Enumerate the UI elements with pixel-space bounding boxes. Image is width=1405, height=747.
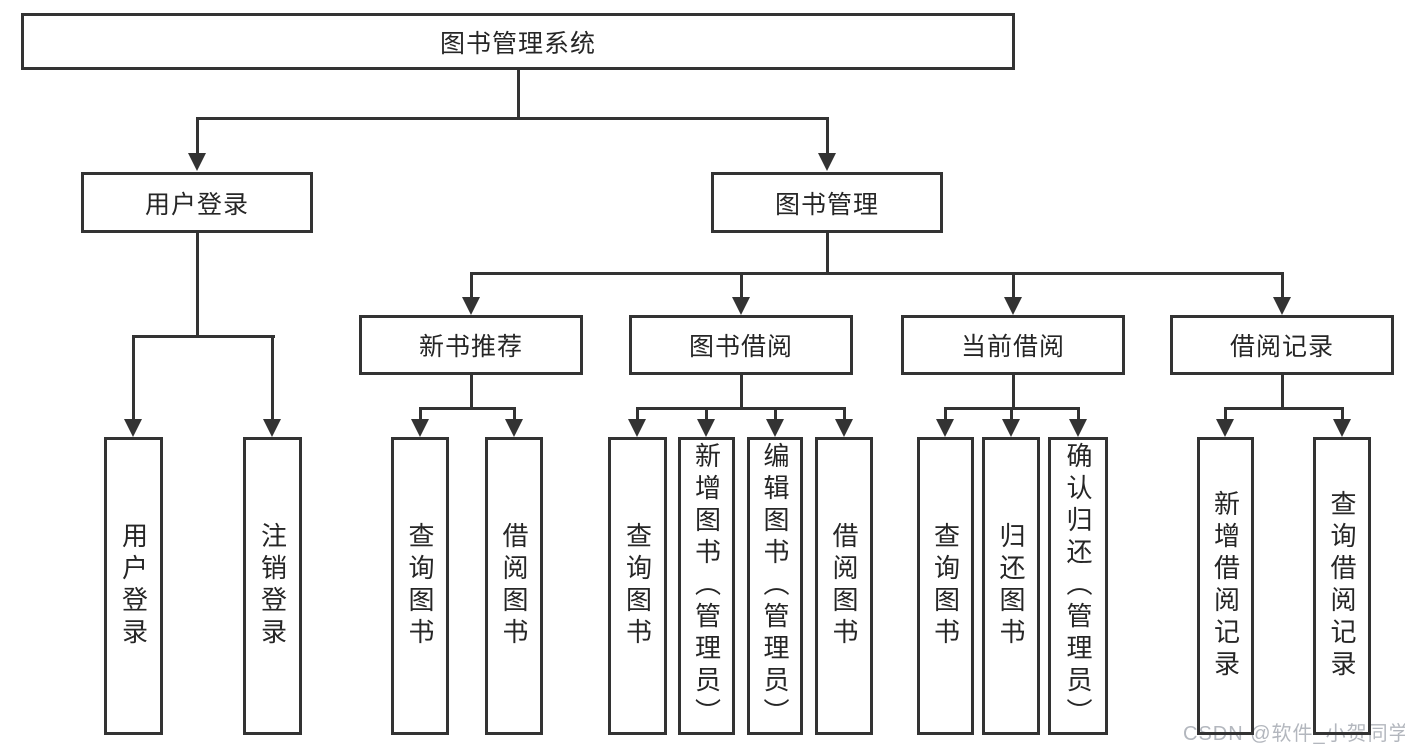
node-user-login: 用户登录 (81, 172, 313, 233)
node-current-borrow: 当前借阅 (901, 315, 1125, 375)
connector-drop-user-login (196, 117, 199, 153)
connector-drop-section (470, 272, 473, 299)
node-label: 新书推荐 (418, 333, 523, 361)
connector-root-stem (517, 70, 520, 118)
connector-level2-bus (470, 272, 1283, 275)
node-library-system: 图书管理系统 (21, 13, 1015, 70)
connector-drop-leaf (419, 407, 422, 420)
leaf-label: 查询图书 (405, 522, 435, 650)
connector-level1-bus (196, 117, 829, 120)
leaf-label: 确认归还（管理员） (1063, 442, 1093, 730)
connector-drop-leaf (843, 407, 846, 420)
leaf-newbook-borrow-books: 借阅图书 (485, 437, 543, 735)
arrow-down-icon (462, 297, 480, 315)
connector-borrow-bus (636, 407, 846, 410)
arrow-down-icon (697, 419, 715, 437)
leaf-logout-login: 注销登录 (243, 437, 302, 735)
leaf-borrow-borrow-books: 借阅图书 (815, 437, 873, 735)
connector-drop-leaf (774, 407, 777, 420)
leaf-label: 注销登录 (257, 522, 288, 650)
arrow-down-icon (1004, 297, 1022, 315)
node-new-book-recommend: 新书推荐 (359, 315, 583, 375)
connector-current-stem (1012, 375, 1015, 409)
leaf-label: 编辑图书（管理员） (760, 442, 790, 730)
connector-newbook-bus (419, 407, 516, 410)
leaf-label: 借阅图书 (829, 522, 859, 650)
arrow-down-icon (1069, 419, 1087, 437)
arrow-down-icon (1273, 297, 1291, 315)
node-label: 借阅记录 (1229, 333, 1334, 361)
leaf-current-confirm-return-admin: 确认归还（管理员） (1048, 437, 1108, 735)
connector-newbook-stem (470, 375, 473, 409)
csdn-watermark: CSDN @软件_小贺同学 (1183, 723, 1405, 745)
arrow-down-icon (628, 419, 646, 437)
leaf-label: 借阅图书 (499, 522, 529, 650)
node-book-borrow: 图书借阅 (629, 315, 853, 375)
connector-drop-section (1012, 272, 1015, 299)
arrow-down-icon (818, 153, 836, 171)
connector-drop-leaf (1224, 407, 1227, 420)
connector-drop-section (740, 272, 743, 299)
arrow-down-icon (411, 419, 429, 437)
node-label: 当前借阅 (960, 333, 1065, 361)
leaf-label: 归还图书 (996, 522, 1026, 650)
leaf-label: 新增借阅记录 (1210, 490, 1241, 682)
node-label: 用户登录 (144, 190, 249, 219)
leaf-label: 查询图书 (930, 522, 961, 650)
arrow-down-icon (732, 297, 750, 315)
arrow-down-icon (1216, 419, 1234, 437)
connector-drop-leaf (1341, 407, 1344, 420)
leaf-label: 新增图书（管理员） (691, 442, 722, 730)
node-label: 图书管理 (774, 190, 879, 219)
leaf-user-login: 用户登录 (104, 437, 163, 735)
leaf-record-add: 新增借阅记录 (1197, 437, 1254, 735)
leaf-borrow-add-books-admin: 新增图书（管理员） (678, 437, 735, 735)
leaf-current-query-books: 查询图书 (917, 437, 974, 735)
connector-drop-leaf (636, 407, 639, 420)
connector-drop-leaf (1077, 407, 1080, 420)
connector-drop-leaf (132, 335, 135, 419)
connector-drop-leaf (1010, 407, 1013, 420)
connector-bookmgmt-stem (826, 233, 829, 275)
connector-records-bus (1224, 407, 1344, 410)
node-label: 图书管理系统 (439, 29, 596, 58)
arrow-down-icon (505, 419, 523, 437)
connector-drop-leaf (705, 407, 708, 420)
connector-borrow-stem (740, 375, 743, 409)
leaf-label: 用户登录 (118, 522, 149, 650)
leaf-label: 查询借阅记录 (1327, 490, 1357, 682)
connector-drop-leaf (513, 407, 516, 420)
arrow-down-icon (124, 419, 142, 437)
connector-drop-book-management (826, 117, 829, 153)
leaf-borrow-edit-books-admin: 编辑图书（管理员） (747, 437, 803, 735)
leaf-label: 查询图书 (622, 522, 653, 650)
arrow-down-icon (766, 419, 784, 437)
node-book-management: 图书管理 (711, 172, 943, 233)
connector-userlogin-stem (196, 233, 199, 337)
connector-drop-section (1281, 272, 1284, 299)
arrow-down-icon (936, 419, 954, 437)
connector-records-stem (1281, 375, 1284, 409)
connector-drop-leaf (271, 335, 274, 419)
arrow-down-icon (263, 419, 281, 437)
connector-userlogin-bus (132, 335, 275, 338)
connector-drop-leaf (944, 407, 947, 420)
leaf-record-query: 查询借阅记录 (1313, 437, 1371, 735)
leaf-current-return-books: 归还图书 (982, 437, 1040, 735)
node-borrow-records: 借阅记录 (1170, 315, 1394, 375)
leaf-borrow-query-books: 查询图书 (608, 437, 667, 735)
arrow-down-icon (188, 153, 206, 171)
leaf-newbook-query-books: 查询图书 (391, 437, 449, 735)
node-label: 图书借阅 (688, 333, 793, 361)
arrow-down-icon (1333, 419, 1351, 437)
arrow-down-icon (835, 419, 853, 437)
arrow-down-icon (1002, 419, 1020, 437)
